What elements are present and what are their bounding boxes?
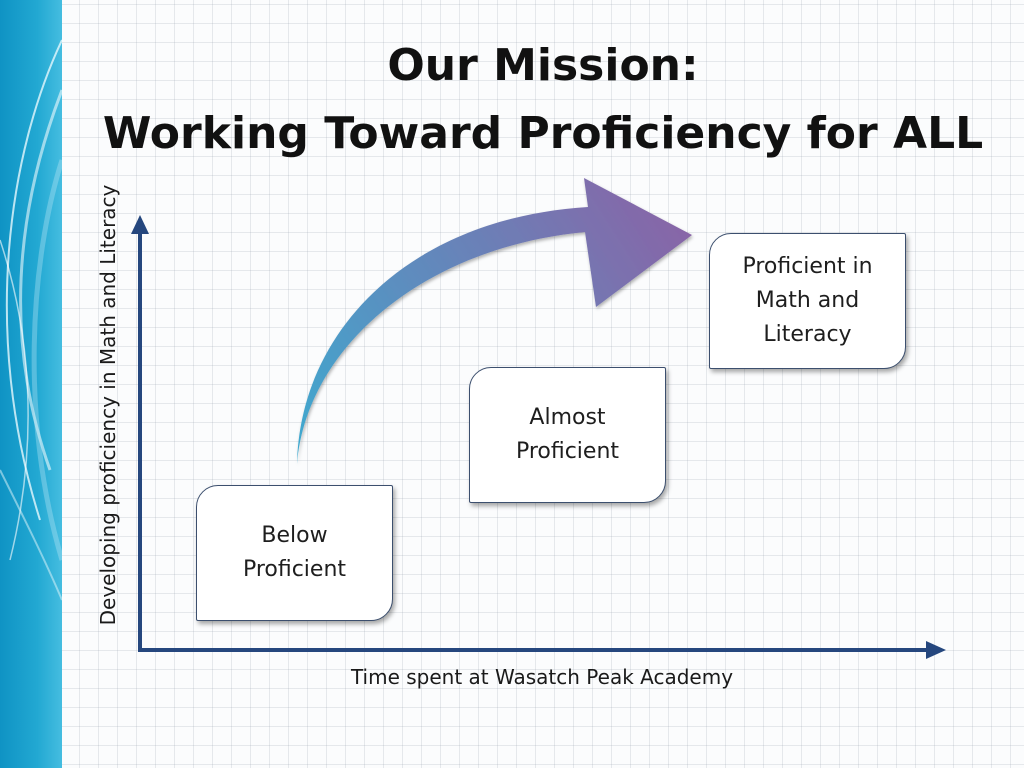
stage-label-almost-proficient: Almost Proficient: [515, 405, 620, 464]
slide-title-line-2: Working Toward Proficiency for ALL: [102, 108, 984, 159]
slide-title-line-1: Our Mission:: [387, 40, 699, 91]
stage-label-below-proficient: Below Proficient: [242, 523, 347, 582]
side-decorative-band: [0, 0, 62, 768]
x-axis-label: Time spent at Wasatch Peak Academy: [350, 665, 734, 689]
stage-box-below-proficient: Below Proficient: [196, 485, 393, 621]
x-axis-arrowhead: [926, 641, 946, 659]
y-axis-label: Developing proficiency in Math and Liter…: [96, 184, 120, 626]
stage-box-proficient: Proficient in Math and Literacy: [709, 233, 906, 369]
y-axis-arrowhead: [131, 215, 149, 234]
stage-label-proficient: Proficient in Math and Literacy: [742, 254, 873, 347]
stage-box-almost-proficient: Almost Proficient: [469, 367, 666, 503]
